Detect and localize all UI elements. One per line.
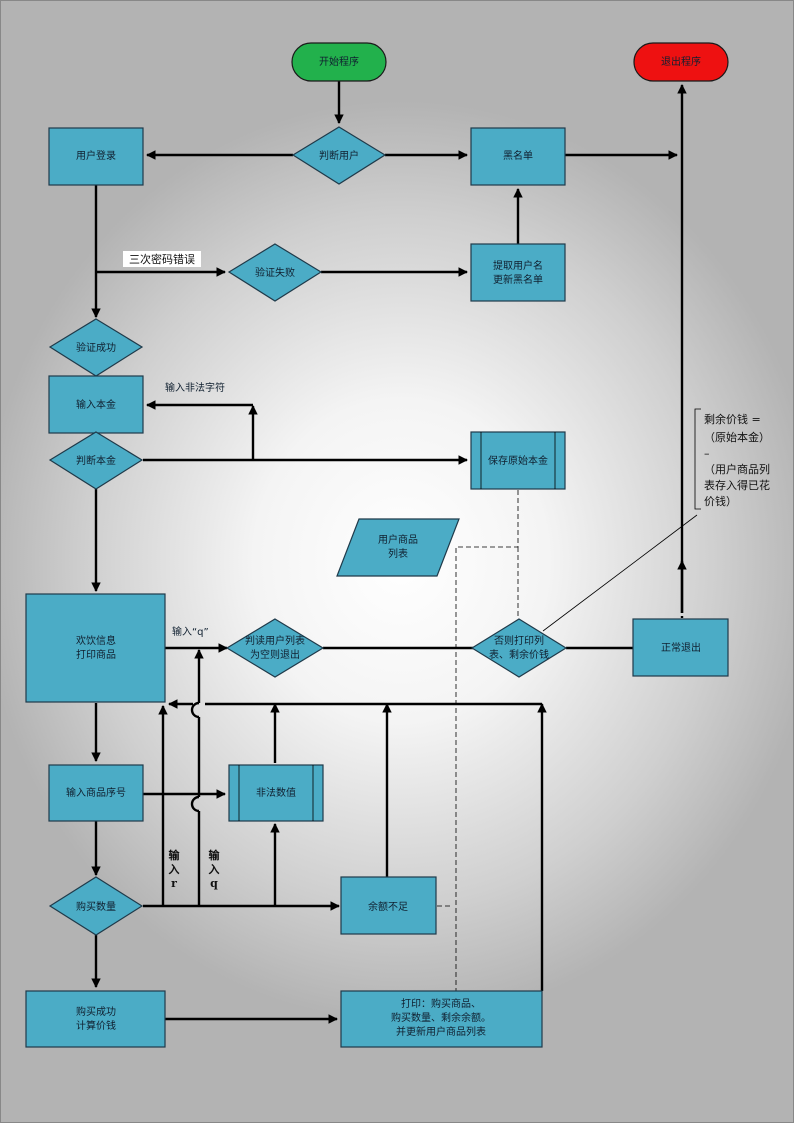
connectors — [91, 81, 701, 1024]
node-start: 开始程序 — [291, 42, 387, 82]
svg-text:用户登录: 用户登录 — [76, 149, 116, 162]
svg-text:用户商品: 用户商品 — [378, 533, 418, 546]
svg-text:退出程序: 退出程序 — [661, 55, 701, 68]
node-verify-ok: 验证成功 — [48, 318, 144, 377]
node-blacklist: 黑名单 — [470, 127, 566, 186]
svg-text:打印：购买商品、: 打印：购买商品、 — [401, 997, 481, 1010]
svg-text:打印商品: 打印商品 — [76, 648, 116, 661]
svg-text:购买数量、剩余余额。: 购买数量、剩余余额。 — [391, 1011, 491, 1024]
svg-text:输入商品序号: 输入商品序号 — [66, 786, 126, 799]
node-save-capital: 保存原始本金 — [470, 431, 566, 490]
svg-text:购买成功: 购买成功 — [76, 1005, 116, 1018]
node-verify-fail: 验证失败 — [227, 243, 323, 302]
svg-text:开始程序: 开始程序 — [319, 55, 359, 68]
svg-text:输入本金: 输入本金 — [76, 398, 116, 411]
svg-text:正常退出: 正常退出 — [661, 641, 701, 654]
label-input-q-quote: 输入“q” — [172, 625, 209, 638]
svg-text:保存原始本金: 保存原始本金 — [488, 454, 548, 467]
svg-text:计算价钱: 计算价钱 — [76, 1019, 116, 1032]
label-three-wrong: 三次密码错误 — [123, 251, 201, 267]
node-else-print: 否则打印列 表、剩余价钱 — [470, 618, 568, 678]
node-judge-capital: 判断本金 — [48, 431, 144, 490]
node-input-capital: 输入本金 — [48, 375, 144, 434]
node-insufficient: 余额不足 — [340, 876, 437, 935]
svg-text:输: 输 — [209, 848, 221, 862]
svg-text:欢饮信息: 欢饮信息 — [76, 634, 116, 647]
svg-text:验证失败: 验证失败 — [255, 266, 295, 279]
svg-text:非法数值: 非法数值 — [256, 786, 296, 799]
node-login: 用户登录 — [48, 127, 144, 186]
node-product-list: 用户商品 列表 — [336, 518, 460, 577]
svg-text:表存入得已花: 表存入得已花 — [704, 478, 770, 492]
label-illegal-char: 输入非法字符 — [165, 381, 225, 394]
svg-text:验证成功: 验证成功 — [76, 341, 116, 354]
svg-text:入: 入 — [209, 863, 220, 876]
label-input-q: 输 入 q — [209, 848, 221, 890]
svg-text:更新黑名单: 更新黑名单 — [493, 273, 543, 286]
svg-text:判读用户列表: 判读用户列表 — [245, 634, 305, 647]
svg-text:表、剩余价钱: 表、剩余价钱 — [489, 648, 549, 661]
svg-text:价钱）: 价钱） — [704, 494, 737, 508]
svg-text:q: q — [210, 877, 218, 890]
svg-text:–: – — [704, 447, 710, 460]
node-buy-qty: 购买数量 — [48, 876, 144, 936]
svg-text:余额不足: 余额不足 — [368, 900, 408, 913]
node-buy-success: 购买成功 计算价钱 — [25, 990, 166, 1048]
svg-text:黑名单: 黑名单 — [503, 149, 533, 162]
svg-text:r: r — [171, 877, 177, 890]
svg-text:并更新用户商品列表: 并更新用户商品列表 — [396, 1025, 486, 1038]
svg-text:判断本金: 判断本金 — [76, 454, 116, 467]
label-input-r: 输 入 r — [169, 848, 181, 890]
svg-text:剩余价钱 =: 剩余价钱 = — [704, 412, 761, 426]
node-normal-exit: 正常退出 — [632, 618, 729, 677]
svg-text:列表: 列表 — [388, 547, 408, 560]
svg-text:入: 入 — [169, 863, 180, 876]
node-input-seq: 输入商品序号 — [48, 764, 144, 822]
svg-text:（用户商品列: （用户商品列 — [704, 462, 770, 476]
svg-text:输: 输 — [169, 848, 181, 862]
node-update-blacklist: 提取用户名 更新黑名单 — [470, 243, 566, 302]
node-welcome: 欢饮信息 打印商品 — [25, 593, 166, 703]
svg-text:提取用户名: 提取用户名 — [493, 259, 543, 272]
node-print-result: 打印：购买商品、 购买数量、剩余余额。 并更新用户商品列表 — [340, 990, 543, 1048]
svg-text:为空则退出: 为空则退出 — [250, 648, 300, 661]
svg-text:判断用户: 判断用户 — [319, 149, 359, 162]
node-judge-list-empty: 判读用户列表 为空则退出 — [225, 618, 325, 678]
node-invalid-value: 非法数值 — [228, 764, 324, 822]
svg-text:购买数量: 购买数量 — [76, 900, 116, 913]
svg-text:三次密码错误: 三次密码错误 — [129, 252, 195, 266]
node-judge-user: 判断用户 — [291, 126, 387, 185]
node-remaining-note: 剩余价钱 = （原始本金） – （用户商品列 表存入得已花 价钱） — [704, 412, 770, 508]
svg-text:否则打印列: 否则打印列 — [494, 634, 544, 647]
svg-text:（原始本金）: （原始本金） — [704, 430, 770, 444]
node-exit: 退出程序 — [633, 42, 729, 82]
